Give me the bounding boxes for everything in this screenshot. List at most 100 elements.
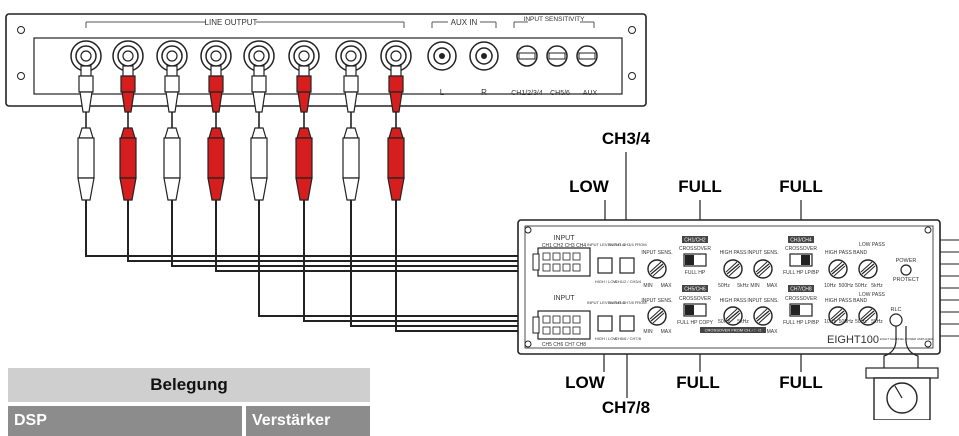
aux-in-jack-right[interactable] xyxy=(469,41,499,71)
f50-label-4: 50Hz xyxy=(855,319,867,325)
rca-plug-lower-8 xyxy=(387,127,405,201)
amplifier: INPUT CH1 CH2 CH3 CH4 INPUT CH5 CH6 CH7 … xyxy=(517,219,959,355)
sensitivity-switch-aux[interactable] xyxy=(576,45,598,67)
min-label-1: MIN xyxy=(643,283,653,289)
sens-aux-label: AUX xyxy=(583,90,598,97)
high-pass-label-1: HIGH PASS xyxy=(720,250,748,256)
aux-in-jack-left[interactable] xyxy=(427,41,457,71)
max-label-2: MAX xyxy=(767,283,779,289)
aux-in-label: AUX IN xyxy=(451,18,478,27)
section-ch56: CH5/CH6 xyxy=(684,287,706,293)
full-hp-lpbp-label-2: FULL HP LP/BP xyxy=(783,320,820,326)
input-from-bottom-label: INPUT CH7/8 FROM xyxy=(609,300,646,305)
dsp-unit: LINE OUTPUT AUX IN INPUT SENSITIVITY L R xyxy=(5,13,647,107)
rca-plug-upper-4 xyxy=(208,65,224,128)
model-label: EIGHT100 xyxy=(827,334,879,346)
sens-ch1234-label: CH1/2/3/4 xyxy=(511,90,543,97)
input-sens-label-2: INPUT SENS. xyxy=(747,250,778,256)
crossover-label-3: CROSSOVER xyxy=(679,296,711,302)
input-connector-top[interactable] xyxy=(532,247,591,277)
callout-full-top-2: FULL xyxy=(779,177,822,196)
rlc-port[interactable] xyxy=(889,313,903,327)
aux-left-label: L xyxy=(440,88,445,97)
min-label-4: MIN xyxy=(750,329,760,335)
rca-wire-5 xyxy=(258,200,538,317)
input-connector-bottom[interactable] xyxy=(532,310,591,340)
crossover-label-2: CROSSOVER xyxy=(785,246,817,252)
crossover-label-4: CROSSOVER xyxy=(785,296,817,302)
high-pass-knob-ch12[interactable] xyxy=(723,259,743,279)
legend-col-dsp: DSP xyxy=(8,406,246,436)
f5k-label-2: 5kHz xyxy=(871,283,883,289)
rca-plug-upper-5 xyxy=(251,65,267,128)
rca-wire-4 xyxy=(215,200,538,272)
rca-wire-7 xyxy=(350,200,538,327)
rca-plug-upper-7 xyxy=(343,65,359,128)
low-pass-label-1: LOW PASS xyxy=(859,242,885,248)
section-ch12: CH1/CH2 xyxy=(684,238,706,244)
rca-plug-lower-3 xyxy=(163,127,181,201)
input-from-switch-bottom[interactable] xyxy=(619,315,635,332)
legend-col-amplifier: Verstärker xyxy=(252,412,331,429)
line-output-jack-4[interactable] xyxy=(200,40,232,72)
high-pass-label-2: HIGH PASS xyxy=(720,298,748,304)
input-sens-knob-ch34[interactable] xyxy=(753,259,773,279)
section-ch78: CH7/CH8 xyxy=(790,287,812,293)
f5k-label-3: 5kHz xyxy=(737,319,749,325)
input-level-switch-bottom[interactable] xyxy=(597,315,613,332)
rca-plug-upper-2 xyxy=(120,65,136,128)
callout-low-bottom: LOW xyxy=(565,373,606,392)
rca-wire-2 xyxy=(127,200,538,262)
rca-plug-upper-6 xyxy=(296,65,312,128)
input-level-top-label: INPUT LEVEL CH1-4 xyxy=(587,242,626,247)
f5k-label-1: 5kHz xyxy=(737,283,749,289)
line-output-jack-5[interactable] xyxy=(243,40,275,72)
high-low-top-label: HIGH / LOW xyxy=(595,279,618,284)
rca-plug-lower-2 xyxy=(119,127,137,201)
power-label: POWER xyxy=(896,258,917,264)
rca-wire-1 xyxy=(85,200,538,257)
full-hp-label-1: FULL HP xyxy=(685,270,706,276)
f10-label-1: 10Hz xyxy=(824,283,836,289)
rlc-remote[interactable] xyxy=(865,326,939,420)
line-output-label: LINE OUTPUT xyxy=(205,18,258,27)
rca-plug-lower-7 xyxy=(342,127,360,201)
rca-wire-8 xyxy=(395,200,538,332)
f50-label-1: 50Hz xyxy=(718,283,730,289)
f500-label-1: 500Hz xyxy=(839,283,854,289)
input-from-top-label: INPUT CH3/4 FROM xyxy=(609,242,646,247)
line-output-jack-7[interactable] xyxy=(335,40,367,72)
ch56-ch78-label: CH5/6 / CH7/8 xyxy=(615,336,642,341)
crossover-label-1: CROSSOVER xyxy=(679,246,711,252)
rlc-label: RLC xyxy=(890,307,901,313)
line-output-jack-3[interactable] xyxy=(156,40,188,72)
high-pass-knob-ch34[interactable] xyxy=(828,259,848,279)
f500-label-2: 500Hz xyxy=(839,319,854,325)
callout-full-bottom-1: FULL xyxy=(676,373,719,392)
callout-full-bottom-2: FULL xyxy=(779,373,822,392)
input-bottom-channels: CH5 CH6 CH7 CH8 xyxy=(542,342,586,348)
callout-full-top-1: FULL xyxy=(678,177,721,196)
callout-low-top: LOW xyxy=(569,177,610,196)
line-output-jacks xyxy=(70,40,412,72)
protect-label: PROTECT xyxy=(893,277,920,283)
input-sens-knob-ch78[interactable] xyxy=(753,306,773,326)
input-sens-knob-ch56[interactable] xyxy=(647,306,667,326)
input-sens-knob-ch12[interactable] xyxy=(647,259,667,279)
max-label-1: MAX xyxy=(661,283,673,289)
high-pass-band-label-2: HIGH PASS BAND xyxy=(825,298,868,304)
min-label-2: MIN xyxy=(750,283,760,289)
f10-label-2: 10Hz xyxy=(824,319,836,325)
rca-wire-6 xyxy=(303,200,538,322)
max-label-3: MAX xyxy=(661,329,673,335)
input-from-switch-top[interactable] xyxy=(619,257,635,274)
sensitivity-switch-ch1234[interactable] xyxy=(516,45,538,67)
sensitivity-switch-ch56[interactable] xyxy=(546,45,568,67)
input-top-label: INPUT xyxy=(554,235,576,242)
full-hp-lpbp-label-1: FULL HP LP/BP xyxy=(783,270,820,276)
input-level-switch-top[interactable] xyxy=(597,257,613,274)
input-level-bottom-label: INPUT LEVEL CH5-8 xyxy=(587,300,626,305)
low-pass-knob-ch34[interactable] xyxy=(858,259,878,279)
rca-plug-lower-6 xyxy=(295,127,313,201)
rca-cables xyxy=(77,65,538,332)
